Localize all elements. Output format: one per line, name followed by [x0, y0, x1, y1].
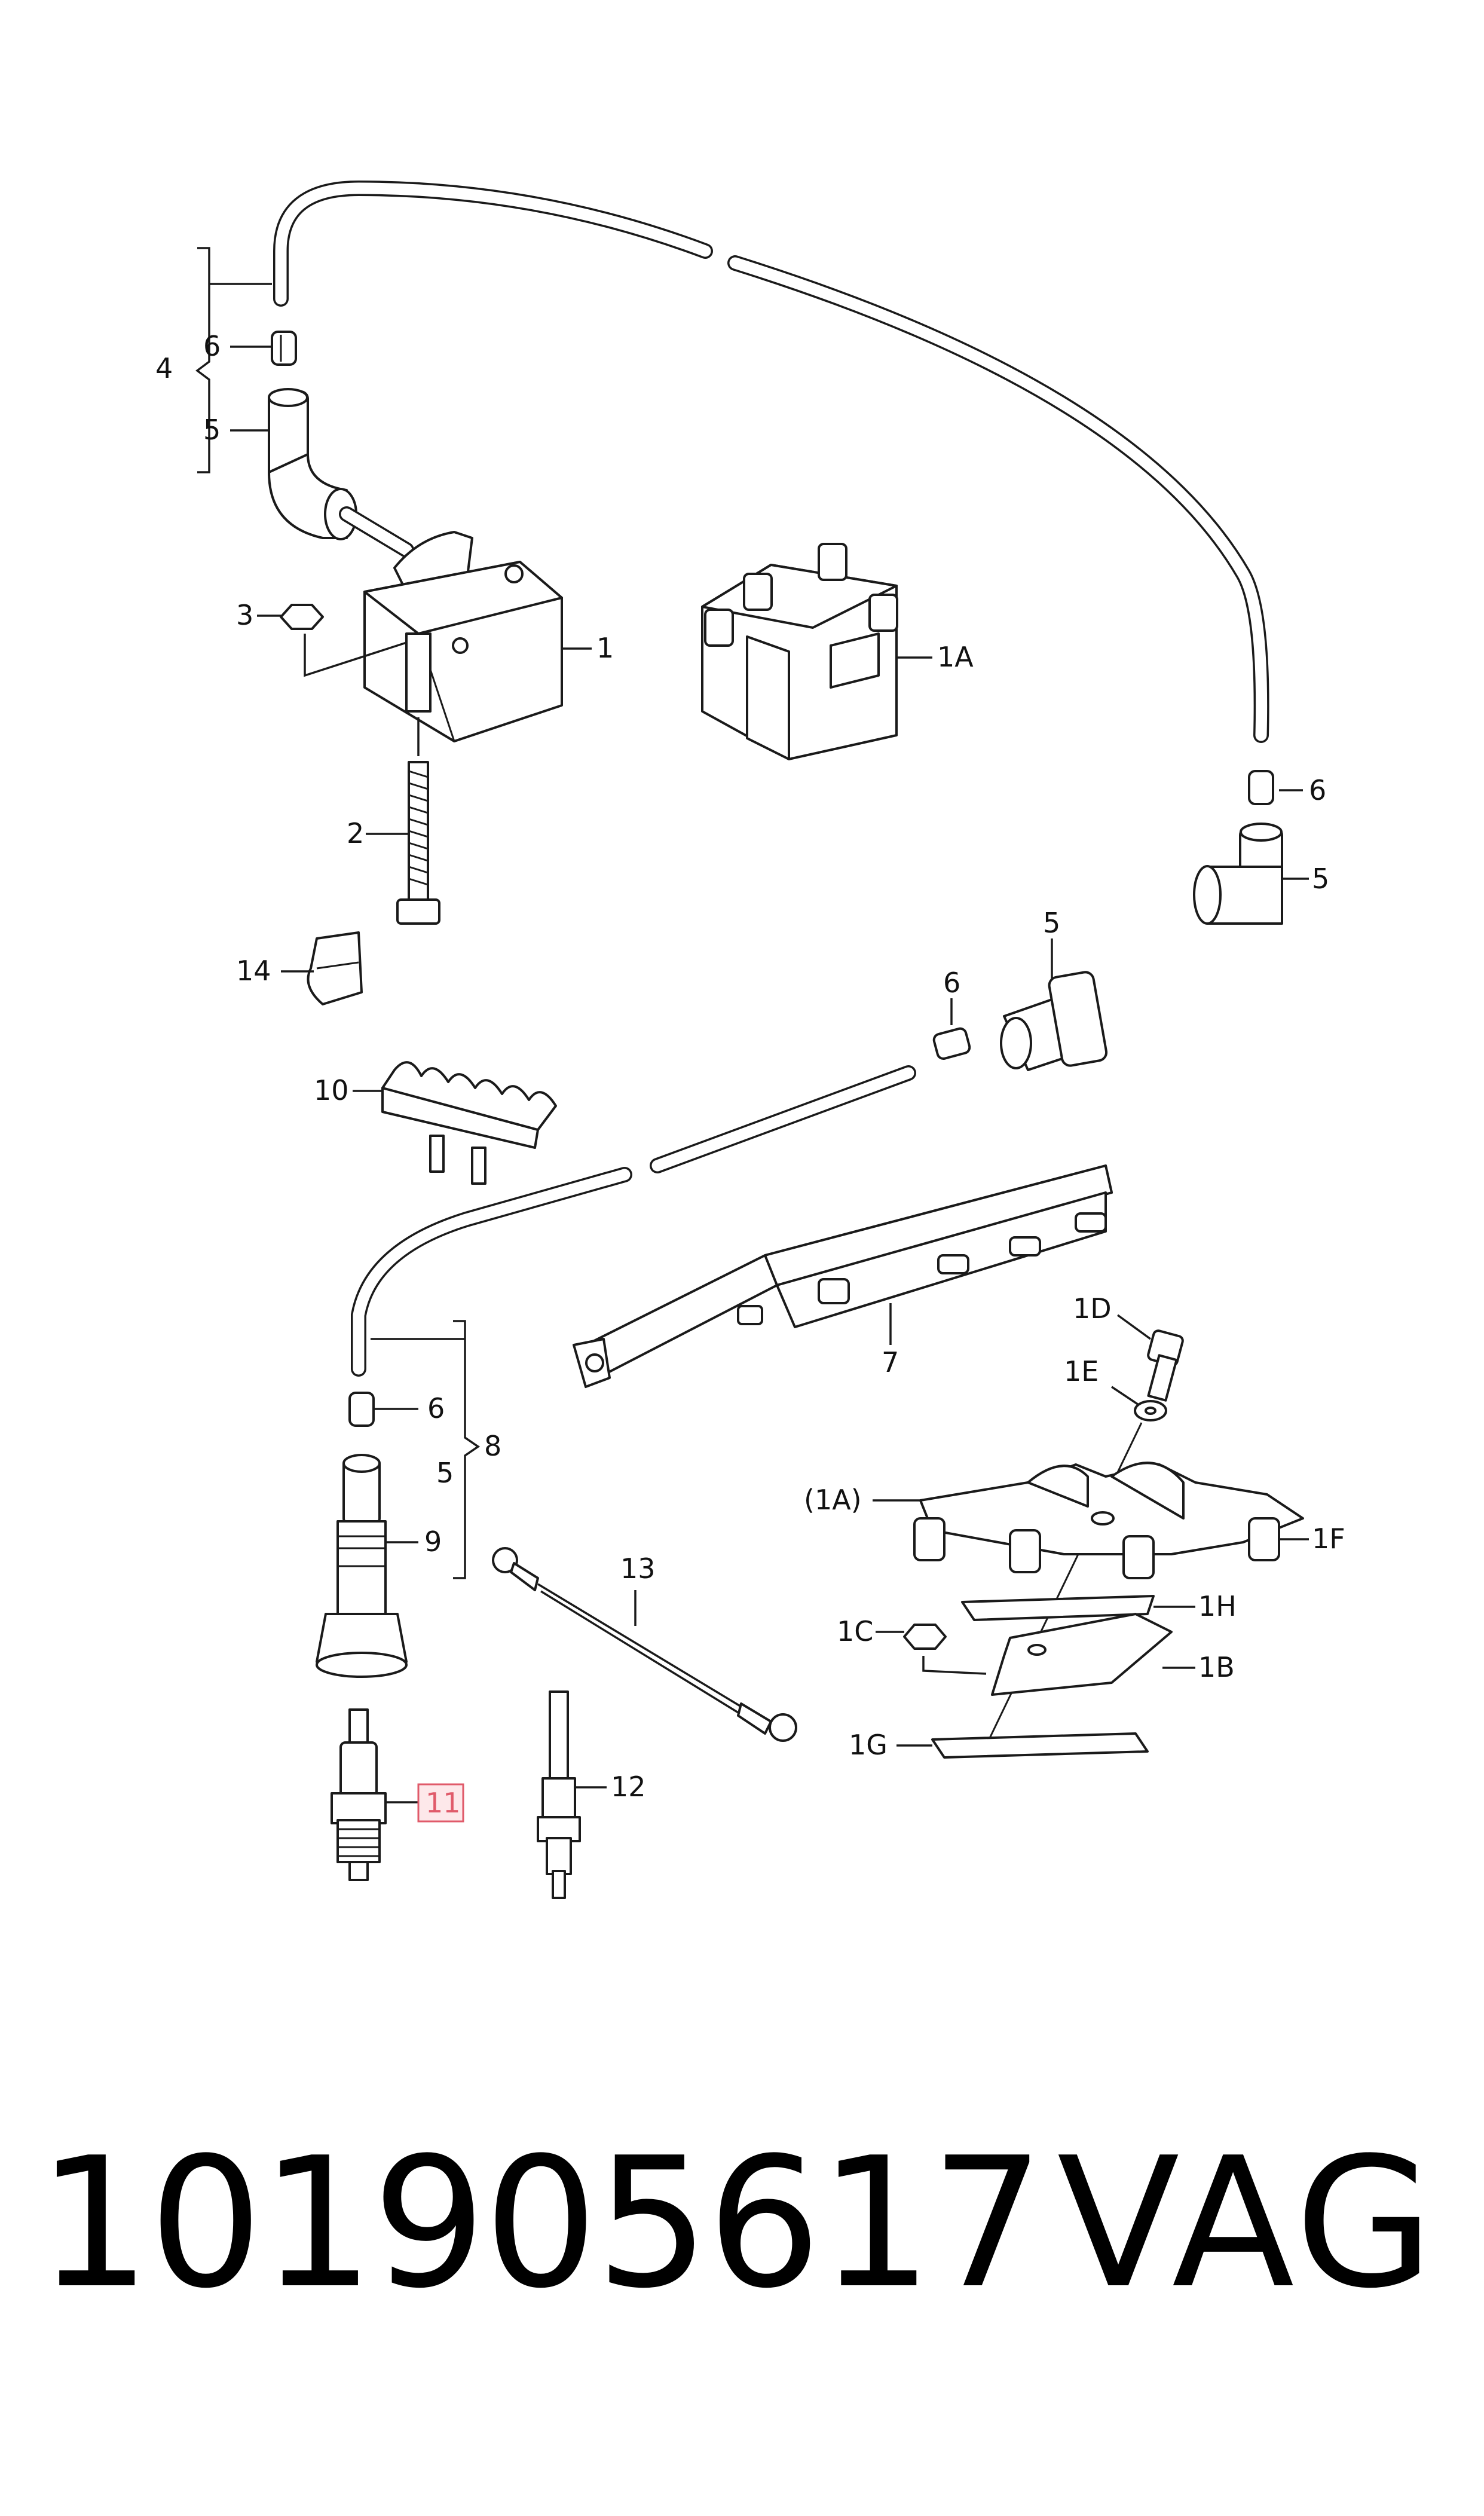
callout-5-right: 5 — [1312, 863, 1329, 895]
brand-name: VAG — [1057, 2119, 1437, 2328]
callout-2: 2 — [347, 817, 364, 849]
plug-connector-right — [1193, 823, 1309, 925]
plate-1G — [896, 1732, 1149, 1759]
callout-6-right: 6 — [1309, 774, 1326, 806]
bolt-1D — [1116, 1314, 1184, 1402]
callout-4: 4 — [155, 352, 173, 384]
callout-13: 13 — [620, 1552, 656, 1585]
callout-6: 6 — [203, 330, 221, 362]
cable-clip-upper-left — [230, 331, 297, 366]
washer-1E — [1111, 1386, 1167, 1421]
callout-8: 8 — [484, 1430, 501, 1462]
callout-1C: 1C — [837, 1615, 873, 1647]
callout-14: 14 — [236, 955, 271, 987]
nut-1C — [876, 1624, 987, 1675]
callout-1G: 1G — [849, 1729, 888, 1761]
ht-cable-lower — [351, 1065, 916, 1377]
callout-12: 12 — [611, 1771, 646, 1803]
bolt-2 — [366, 717, 440, 925]
plate-1H — [961, 1595, 1195, 1621]
callout-3: 3 — [236, 599, 253, 631]
ignition-coil-housing-1A — [873, 1462, 1309, 1579]
callout-1D: 1D — [1073, 1292, 1112, 1325]
plug-connector-middle — [1000, 938, 1108, 1071]
callout-11[interactable]: 11 — [426, 1787, 461, 1819]
callout-7: 7 — [882, 1346, 899, 1378]
ground-strap-13 — [492, 1547, 797, 1742]
spark-plug-connector-9 — [316, 1454, 418, 1678]
callout-labels: 4 6 5 3 1 1A 2 6 5 14 6 5 10 7 1D 1E 8 6… — [155, 330, 1345, 1823]
cable-holder-10 — [353, 1061, 557, 1185]
cable-rail-7 — [573, 1164, 1113, 1388]
callout-10: 10 — [314, 1074, 349, 1106]
callout-1: 1 — [596, 632, 614, 664]
callout-6-lower: 6 — [427, 1392, 445, 1424]
callout-1H: 1H — [1198, 1590, 1237, 1622]
footer: 101905617 VAG — [0, 2116, 1484, 2331]
group-bracket-4 — [195, 247, 272, 473]
ignition-coil-1A — [701, 543, 932, 760]
spark-plug-11 — [331, 1708, 421, 1881]
cable-clip-lower-left — [348, 1392, 418, 1427]
group-bracket-8 — [371, 1320, 481, 1579]
bracket-1B — [991, 1613, 1195, 1696]
ht-cable-upper — [273, 180, 1269, 743]
callout-1B: 1B — [1198, 1651, 1235, 1683]
callout-1A: 1A — [937, 641, 974, 673]
hex-nut-3 — [257, 604, 407, 677]
ignition-coil-1 — [339, 506, 592, 742]
callout-1F: 1F — [1312, 1523, 1345, 1555]
callout-1A-paren: (1A) — [804, 1484, 862, 1516]
callout-5-middle: 5 — [1043, 907, 1060, 939]
callout-5-lower: 5 — [436, 1457, 454, 1489]
callout-9: 9 — [424, 1526, 442, 1558]
highlight-box — [417, 1783, 464, 1823]
part-number: 101905617 — [37, 2119, 1045, 2328]
glow-plug-12 — [537, 1690, 607, 1899]
callout-6-middle: 6 — [943, 967, 960, 999]
clip-14 — [281, 931, 363, 1005]
plug-connector-upper-left — [230, 388, 357, 540]
cable-clip-middle — [932, 998, 971, 1060]
cable-clip-right — [1248, 770, 1303, 805]
callout-5: 5 — [203, 414, 221, 446]
callout-1E: 1E — [1064, 1355, 1099, 1387]
